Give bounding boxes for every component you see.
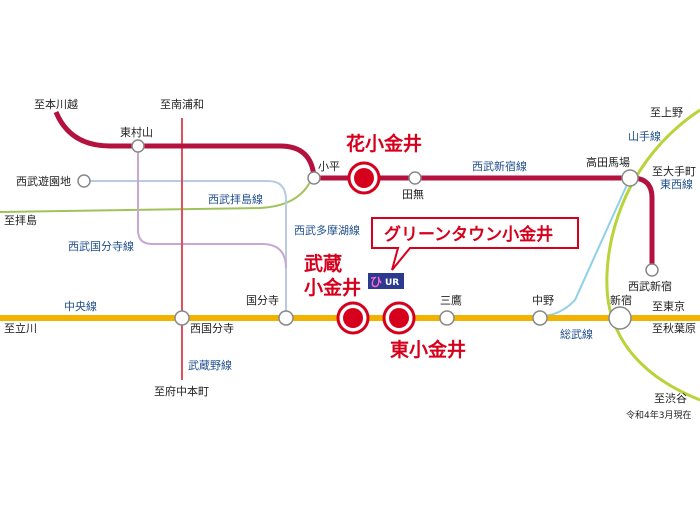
label-hanakoganei[interactable]: 花小金井: [346, 132, 422, 155]
station-musashikoganei-marker[interactable]: [336, 301, 370, 335]
svg-text:ひ: ひ: [370, 275, 382, 289]
line-label-seibu-kokubunji: 西武国分寺線: [68, 239, 134, 253]
station-tanashi-marker: [408, 171, 422, 185]
line-label-sobu: 総武線: [560, 327, 593, 341]
direction-hon-kawagoe: 至本川越: [34, 97, 78, 111]
callout-box: [371, 217, 579, 271]
label-higashikoganei[interactable]: 東小金井: [390, 338, 466, 361]
label-musashikoganei-2[interactable]: 小金井: [304, 276, 361, 299]
line-label-chuo: 中央線: [64, 299, 97, 313]
direction-ueno: 至上野: [650, 106, 683, 119]
direction-shibuya: 至渋谷: [654, 392, 687, 405]
callout-text: グリーンタウン小金井: [384, 224, 553, 245]
station-higashimurayama-marker: [131, 139, 145, 153]
label-kodaira: 小平: [318, 160, 340, 173]
station-nishikokubunji-marker: [174, 310, 190, 326]
label-seibushinjuku: 西武新宿: [628, 279, 672, 293]
ur-logo: ひ UR: [368, 273, 404, 289]
label-nishikokubunji: 西国分寺: [190, 322, 234, 335]
seibu-tamako-line: [84, 180, 287, 318]
direction-haijima: 至拝島: [4, 213, 37, 227]
direction-tokyo: 至東京: [652, 299, 685, 313]
label-takadanobaba: 高田馬場: [586, 155, 630, 169]
line-label-tozai: 東西線: [660, 177, 693, 191]
label-tanashi: 田無: [402, 187, 424, 201]
station-seibuyuenchi-marker: [77, 174, 91, 188]
station-seibushinjuku-marker: [645, 263, 659, 277]
label-mitaka: 三鷹: [440, 293, 462, 307]
seibu-kokubunji-line: [137, 146, 287, 269]
line-label-yamanote: 山手線: [628, 129, 661, 143]
station-takadanobaba-marker: [621, 169, 639, 187]
line-label-seibu-haijima: 西武拝島線: [208, 192, 263, 206]
line-label-musashino: 武蔵野線: [188, 358, 232, 372]
direction-akihabara: 至秋葉原: [652, 321, 696, 335]
label-nakano: 中野: [532, 294, 554, 307]
label-seibuyuenchi: 西武遊園地: [16, 174, 71, 188]
seibu-haijima-line: [0, 177, 313, 213]
direction-fuchu-hommachi: 至府中本町: [154, 384, 209, 398]
label-higashimurayama: 東村山: [120, 125, 153, 139]
direction-minami-urawa: 至南浦和: [160, 98, 204, 111]
station-kodaira-marker: [307, 171, 321, 185]
label-shinjuku: 新宿: [610, 293, 632, 307]
station-mitaka-marker: [439, 310, 455, 326]
station-higashikoganei-marker[interactable]: [382, 301, 416, 335]
direction-tachikawa: 至立川: [4, 321, 37, 335]
line-label-seibu-tamako: 西武多摩湖線: [294, 223, 360, 237]
station-nakano-marker: [532, 310, 548, 326]
station-hanakoganei-marker[interactable]: [347, 161, 381, 195]
station-shinjuku-marker: [608, 306, 632, 330]
line-label-seibu-shinjuku: 西武新宿線: [472, 159, 527, 173]
direction-otemachi: 至大手町: [652, 164, 696, 178]
label-musashikoganei-1[interactable]: 武蔵: [304, 253, 342, 275]
seibu-shinjuku-line: [53, 110, 655, 270]
yamanote-line: [605, 108, 700, 402]
ur-logo-text: UR: [385, 278, 399, 288]
date-note: 令和4年3月現在: [626, 409, 691, 421]
label-kokubunji: 国分寺: [246, 294, 279, 307]
station-kokubunji-marker: [278, 310, 294, 326]
